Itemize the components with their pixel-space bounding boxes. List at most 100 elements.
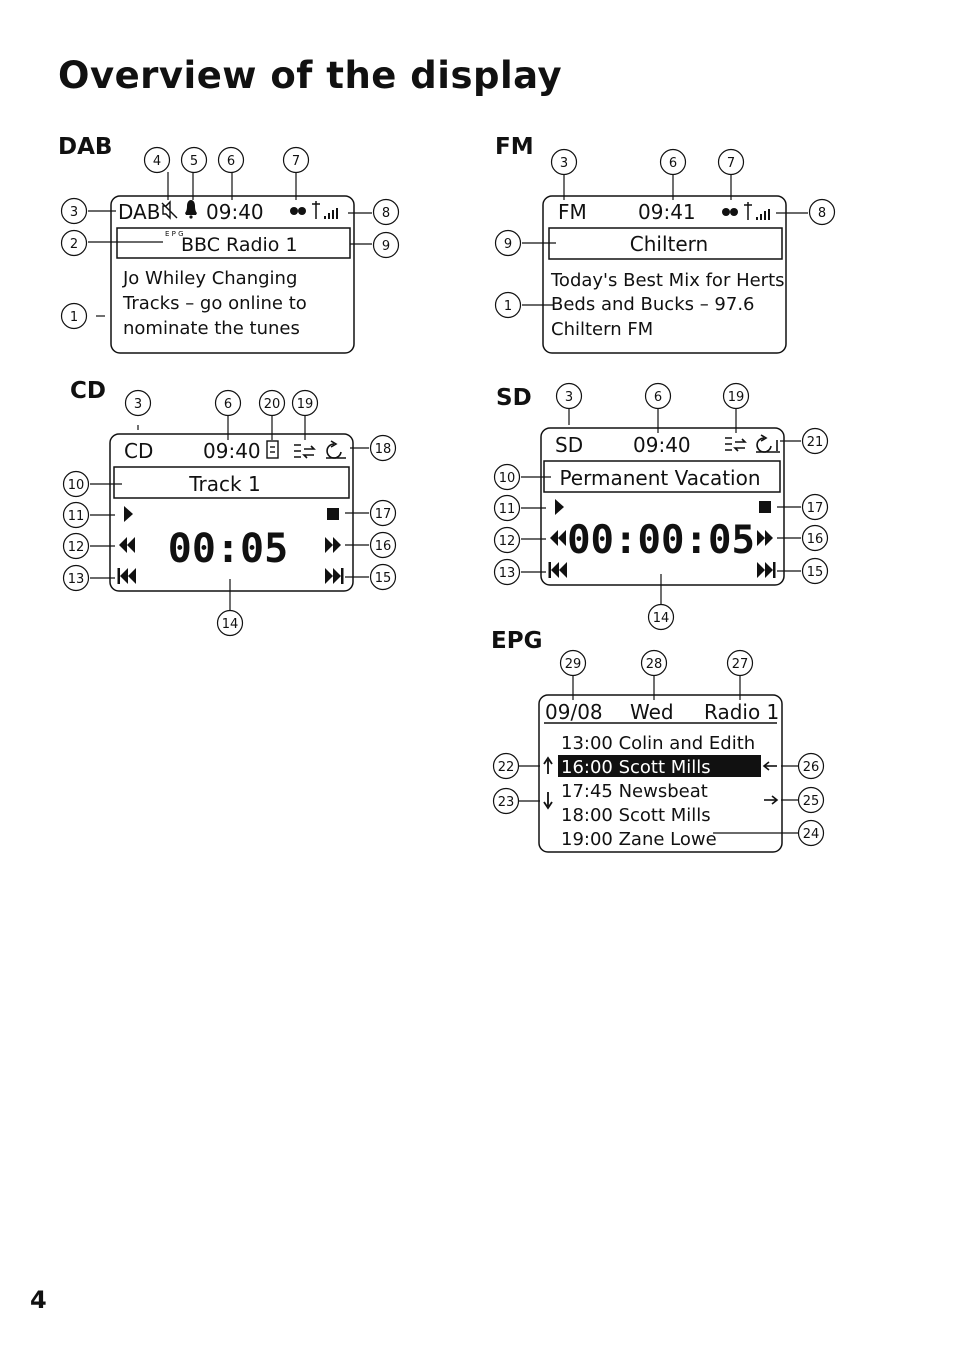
epg-day: Wed [630, 700, 674, 724]
cd-callout-20: 20 [258, 389, 286, 417]
epg-callout-27: 27 [726, 649, 754, 677]
callout-number: 7 [292, 154, 300, 169]
callout-number: 6 [227, 154, 235, 169]
scroll-down-icon [543, 792, 553, 810]
play-icon [555, 499, 564, 515]
sd-callout-6: 6 [644, 382, 672, 410]
epg-callout-24: 24 [797, 819, 825, 847]
callout-number: 12 [499, 534, 516, 549]
callout-number: 8 [382, 206, 390, 221]
callout-number: 15 [807, 565, 824, 580]
callout-number: 20 [264, 397, 281, 412]
cd-leader-lines [90, 416, 369, 610]
callout-number: 7 [727, 156, 735, 171]
fm-callout-9: 9 [494, 229, 522, 257]
dab-callout-3: 3 [60, 197, 88, 225]
callout-number: 3 [70, 205, 78, 220]
epg-entry-1[interactable]: 13:00 Colin and Edith [561, 733, 755, 754]
callout-number: 18 [375, 442, 392, 457]
callout-number: 28 [646, 657, 663, 672]
callout-number: 14 [653, 611, 670, 626]
fm-section-label: FM [495, 134, 534, 160]
sd-callout-10: 10 [493, 463, 521, 491]
dab-station-box [116, 227, 351, 259]
callout-number: 10 [499, 471, 516, 486]
cd-callout-13: 13 [62, 564, 90, 592]
callout-number: 9 [504, 237, 512, 252]
sd-callout-13: 13 [493, 558, 521, 586]
cd-callout-16: 16 [369, 531, 397, 559]
sd-elapsed-time: 00:00:05 [567, 518, 755, 563]
epg-entry-3[interactable]: 17:45 Newsbeat [561, 781, 708, 802]
dab-callout-7: 7 [282, 146, 310, 174]
callout-number: 11 [68, 509, 85, 524]
next-track-icon [757, 562, 776, 578]
callout-number: 5 [190, 154, 198, 169]
epg-display: 09/08 Wed Radio 1 13:00 Colin and Edith … [492, 649, 825, 853]
epg-entry-2-selected[interactable]: 16:00 Scott Mills [561, 757, 711, 778]
stop-icon [327, 508, 339, 520]
epg-callout-28: 28 [640, 649, 668, 677]
program-mode-icon [266, 440, 279, 459]
cd-callout-12: 12 [62, 532, 90, 560]
epg-callout-23: 23 [492, 787, 520, 815]
fast-forward-icon [325, 537, 341, 553]
fm-text-line-3: Chiltern FM [551, 319, 653, 340]
epg-entry-5[interactable]: 19:00 Zane Lowe [561, 829, 717, 850]
cd-track-box [113, 466, 350, 499]
sd-callout-19: 19 [722, 382, 750, 410]
callout-number: 10 [68, 478, 85, 493]
sd-callout-17: 17 [801, 493, 829, 521]
cd-callout-10: 10 [62, 470, 90, 498]
sd-leader-lines [521, 408, 801, 604]
fm-callout-3: 3 [550, 148, 578, 176]
dab-callout-9: 9 [372, 231, 400, 259]
callout-number: 23 [498, 795, 515, 810]
previous-track-icon [548, 562, 567, 578]
cd-track-name: Track 1 [188, 472, 260, 496]
shuffle-icon [294, 444, 316, 459]
callout-number: 6 [654, 390, 662, 405]
rewind-icon [119, 537, 135, 553]
cd-callout-18: 18 [369, 434, 397, 462]
fm-callout-6: 6 [659, 148, 687, 176]
callout-number: 2 [70, 237, 78, 252]
callout-number: 17 [375, 507, 392, 522]
callout-number: 3 [134, 397, 142, 412]
fm-leader-lines [522, 174, 808, 306]
callout-number: 16 [807, 532, 824, 547]
callout-number: 19 [297, 397, 314, 412]
callout-number: 9 [382, 239, 390, 254]
dab-time: 09:40 [206, 200, 264, 224]
sd-mode-text: SD [555, 433, 583, 457]
callout-number: 12 [68, 540, 85, 555]
dab-callout-6: 6 [217, 146, 245, 174]
sd-display: SD 09:40 Permanent Vacation 00:00:05 [493, 382, 829, 631]
antenna-icon [312, 201, 320, 219]
epg-section-label: EPG [491, 628, 543, 654]
stereo-icon [290, 207, 306, 215]
epg-callout-25: 25 [797, 786, 825, 814]
callout-number: 11 [499, 502, 516, 517]
epg-entry-4[interactable]: 18:00 Scott Mills [561, 805, 711, 826]
epg-station: Radio 1 [704, 700, 779, 724]
next-track-icon [325, 568, 344, 584]
sd-callout-16: 16 [801, 524, 829, 552]
callout-number: 1 [504, 299, 512, 314]
rewind-icon [550, 530, 566, 546]
epg-callout-22: 22 [492, 752, 520, 780]
epg-callout-29: 29 [559, 649, 587, 677]
repeat-one-icon [756, 434, 780, 453]
cd-callout-6: 6 [214, 389, 242, 417]
scroll-up-icon [543, 756, 553, 774]
page-title: Overview of the display [58, 54, 563, 97]
fm-callout-1: 1 [494, 291, 522, 319]
fm-callout-7: 7 [717, 148, 745, 176]
dab-callout-4: 4 [143, 146, 171, 174]
play-icon [124, 506, 133, 522]
cd-mode-text: CD [124, 439, 153, 463]
epg-date: 09/08 [545, 700, 603, 724]
callout-number: 13 [68, 572, 85, 587]
cd-callout-19: 19 [291, 389, 319, 417]
